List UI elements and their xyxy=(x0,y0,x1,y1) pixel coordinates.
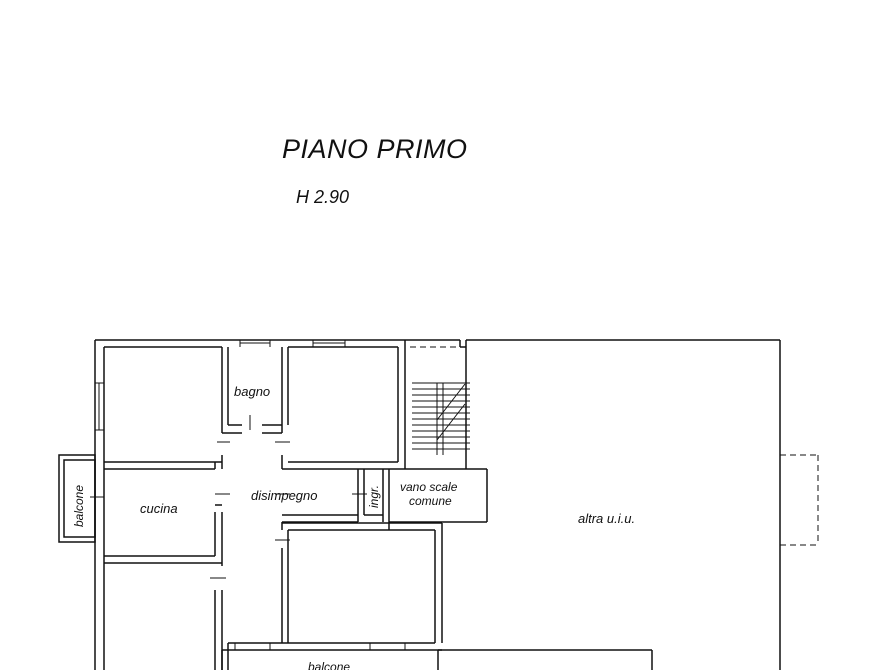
room-label-bagno: bagno xyxy=(234,384,270,399)
plan-title: PIANO PRIMO xyxy=(282,134,468,164)
room-label-ingresso: ingr. xyxy=(367,485,381,508)
walls-room-bottom-left xyxy=(214,590,223,670)
room-label-altra-uiu: altra u.i.u. xyxy=(578,511,635,526)
door-marks xyxy=(90,415,367,579)
room-label-disimpegno: disimpegno xyxy=(251,488,318,503)
walls-cucina xyxy=(104,504,223,566)
other-unit-balcony xyxy=(780,454,819,546)
stairwell xyxy=(389,339,488,523)
walls-room-bottom-middle xyxy=(222,522,443,670)
walls-ingresso xyxy=(282,469,390,530)
room-label-vano-scale: vano scale xyxy=(400,480,458,494)
balcony-bottom xyxy=(221,649,653,670)
walls-bagno xyxy=(222,347,289,434)
window-bottom xyxy=(234,643,406,650)
room-label-comune: comune xyxy=(409,494,452,508)
walls-room-top-left xyxy=(104,347,223,470)
window-top xyxy=(239,340,346,347)
room-label-cucina: cucina xyxy=(140,501,178,516)
other-unit xyxy=(466,339,781,670)
walls-room-top-right xyxy=(281,340,406,470)
window-left xyxy=(95,382,104,431)
room-label-balcone-bottom: balcone xyxy=(308,660,350,670)
balcony-side xyxy=(58,454,96,543)
ceiling-height-label: H 2.90 xyxy=(296,187,350,207)
room-label-balcone-side: balcone xyxy=(72,485,86,527)
